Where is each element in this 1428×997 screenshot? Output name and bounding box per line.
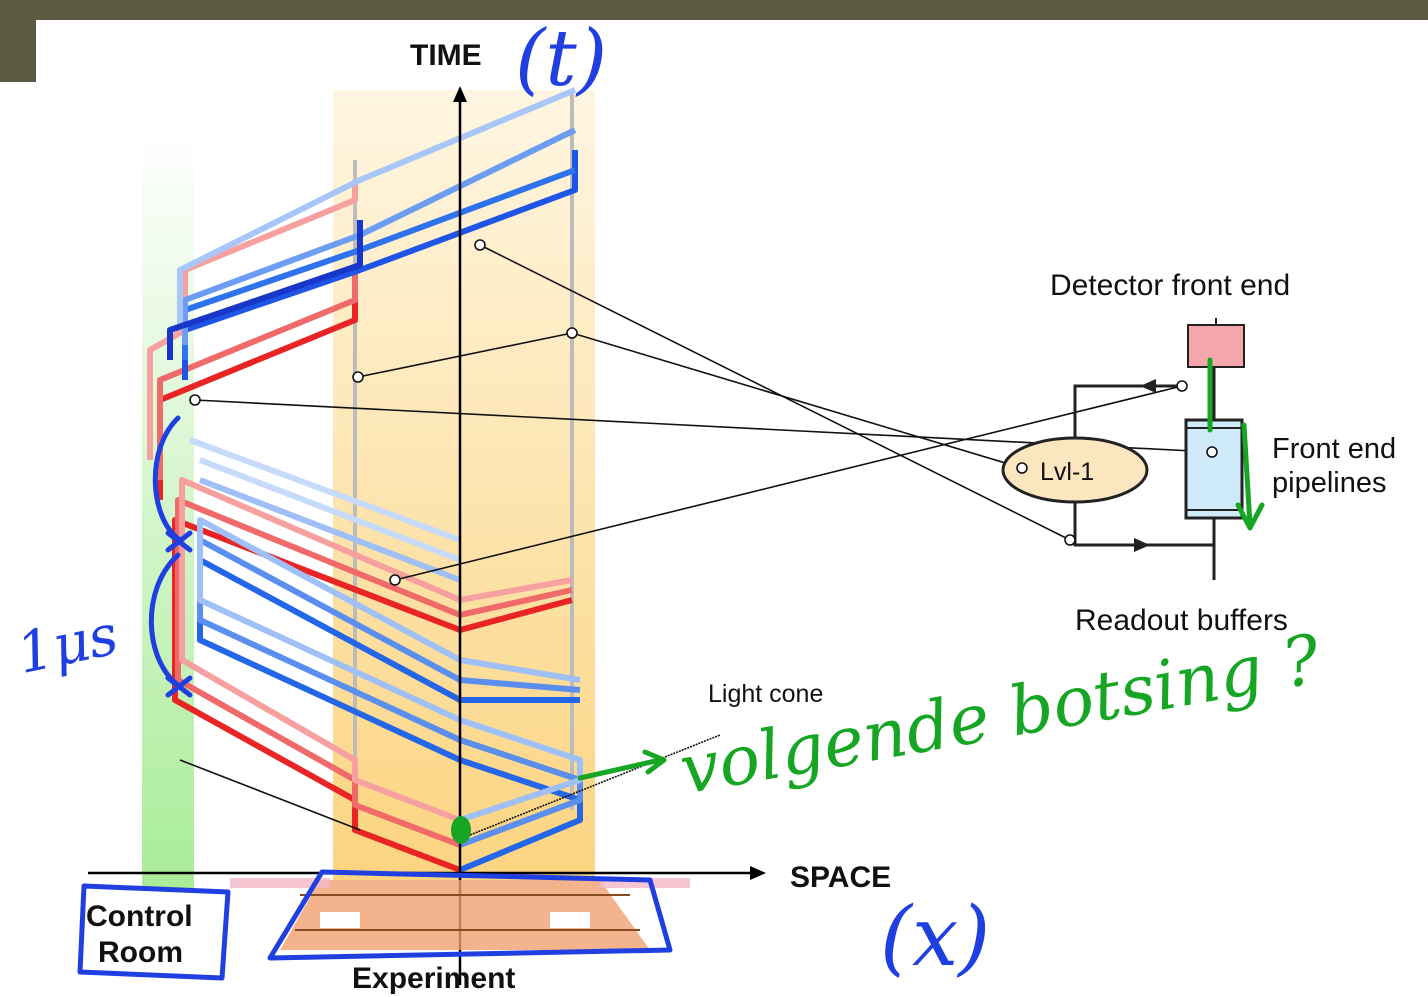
lvl1-label: Lvl-1 — [1040, 458, 1094, 486]
collision-dot — [451, 816, 471, 844]
tick-mark-x2 — [165, 675, 193, 698]
next-collision-annotation: volgende botsing ? — [674, 620, 1326, 810]
front-end-pipelines-label-line1: Front end — [1272, 433, 1396, 465]
interval-arc-lower — [148, 552, 181, 688]
detector-front-end-box — [1187, 324, 1245, 368]
experiment-label: Experiment — [352, 962, 515, 995]
control-room-label-line2: Room — [98, 936, 183, 969]
light-cone-label: Light cone — [708, 680, 823, 708]
control-room-band — [142, 130, 194, 890]
time-axis-label: TIME — [410, 39, 482, 72]
front-end-pipelines-label-line2: pipelines — [1272, 467, 1386, 499]
pipeline-arrow — [1235, 422, 1265, 531]
interval-arc-upper — [152, 415, 183, 543]
trigger-schematic — [1001, 318, 1245, 580]
control-room-circle — [77, 883, 231, 981]
next-collision-arrow — [577, 749, 667, 781]
experiment-circle — [267, 869, 673, 961]
space-axis-label: SPACE — [790, 861, 891, 894]
detector-front-end-label: Detector front end — [1050, 269, 1290, 302]
control-room-label-line1: Control — [86, 900, 193, 933]
lvl1-ellipse — [1001, 436, 1149, 504]
front-end-pipeline-box — [1184, 418, 1244, 520]
time-symbol-annotation: (t) — [515, 14, 607, 104]
one-microsecond-annotation: 1μs — [11, 603, 123, 688]
experiment-detector-image — [230, 878, 690, 950]
signal-lines — [179, 239, 1213, 836]
tick-mark-x1 — [165, 530, 193, 553]
space-symbol-annotation: (x) — [880, 890, 990, 985]
readout-buffers-label: Readout buffers — [1075, 604, 1288, 637]
header-bar — [0, 0, 1428, 82]
